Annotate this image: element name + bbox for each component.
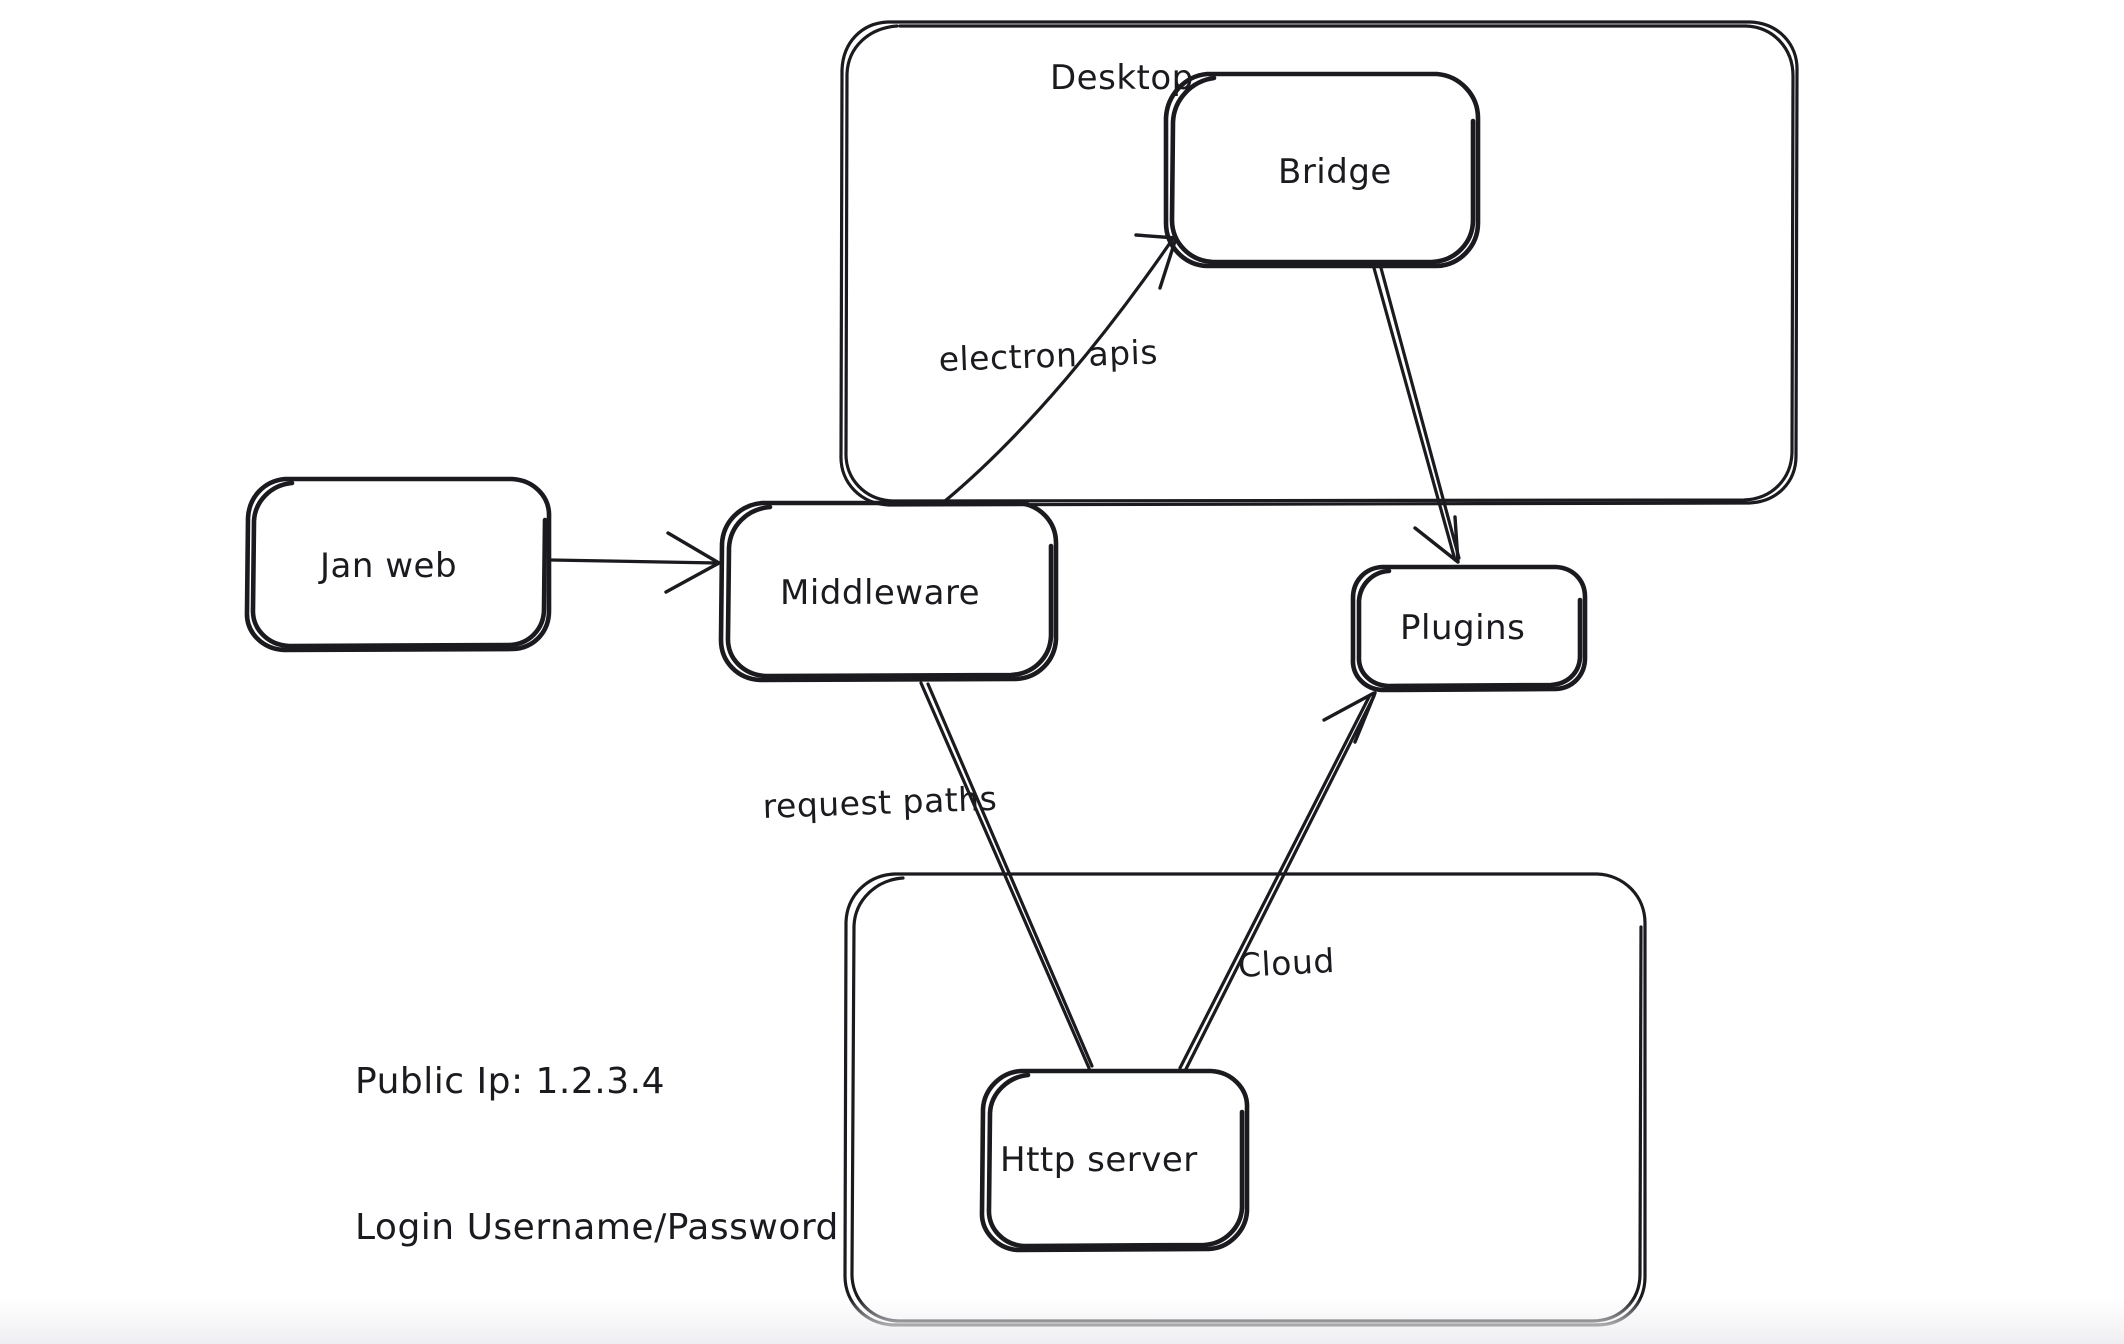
edge-bridge-to-plugins-line-sketch [1379,266,1461,560]
node-bridge-outline [1163,71,1481,269]
edge-http-to-plugins-line [1178,693,1372,1070]
edge-bridge-to-plugins-arrowhead [1413,515,1460,564]
node-label-plugins: Plugins [1400,608,1526,648]
group-label-desktop: Desktop [1050,58,1194,98]
annotation-public-ip-note: Public Ip: 1.2.3.4 Login Username/Passwo… [355,961,839,1344]
group-cloud-region[interactable] [843,872,1647,1327]
edge-janweb-to-middleware-line [549,558,719,565]
group-desktop-outline [839,20,1799,507]
annotation-line-login: Login Username/Password [355,1206,839,1248]
node-jan-web-outline [244,476,552,653]
edge-janweb-to-middleware[interactable] [549,531,721,594]
edge-janweb-to-middleware-arrowhead [664,531,721,594]
edge-label-electron-apis: electron apis [938,332,1159,379]
annotation-line-public-ip: Public Ip: 1.2.3.4 [355,1061,665,1103]
node-jan-web-outline-sketch [250,480,548,649]
node-middleware-outline [718,500,1059,683]
node-bridge[interactable] [1163,71,1481,269]
node-plugins-outline [1350,564,1588,693]
edge-middleware-to-bridge[interactable] [943,233,1178,503]
node-plugins-outline-sketch [1356,568,1583,689]
node-http-server-outline [979,1068,1250,1253]
edge-middleware-to-bridge-arrowhead [1134,233,1178,290]
node-label-bridge: Bridge [1278,152,1392,192]
node-http-server-outline-sketch [986,1072,1245,1249]
node-middleware-outline-sketch [725,504,1054,679]
node-bridge-outline-sketch [1169,75,1476,265]
edge-http-to-plugins[interactable] [1178,691,1377,1071]
group-cloud-region-outline [843,872,1647,1327]
edge-http-to-plugins-arrowhead [1322,691,1377,744]
edge-label-cloud: Cloud [1237,940,1336,985]
group-desktop-outline-sketch [844,24,1795,503]
group-cloud-region-outline-sketch [850,876,1643,1323]
edge-middleware-to-http-line [919,681,1091,1070]
node-label-middleware: Middleware [780,573,981,613]
edge-bridge-to-plugins-line [1372,266,1457,562]
edge-middleware-to-bridge-line [943,238,1174,503]
edge-middleware-to-http-line-sketch [926,682,1094,1068]
edge-http-to-plugins-line-sketch [1184,694,1376,1071]
group-desktop[interactable] [839,20,1799,507]
node-plugins[interactable] [1350,564,1588,693]
edge-label-request-paths: request paths [762,778,998,826]
node-label-http-server: Http server [1000,1140,1198,1180]
node-http-server[interactable] [979,1068,1250,1253]
node-jan-web[interactable] [244,476,552,653]
edge-middleware-to-http[interactable] [919,681,1094,1070]
node-label-jan-web: Jan web [320,546,458,586]
edge-bridge-to-plugins[interactable] [1372,266,1461,564]
node-middleware[interactable] [718,500,1059,683]
